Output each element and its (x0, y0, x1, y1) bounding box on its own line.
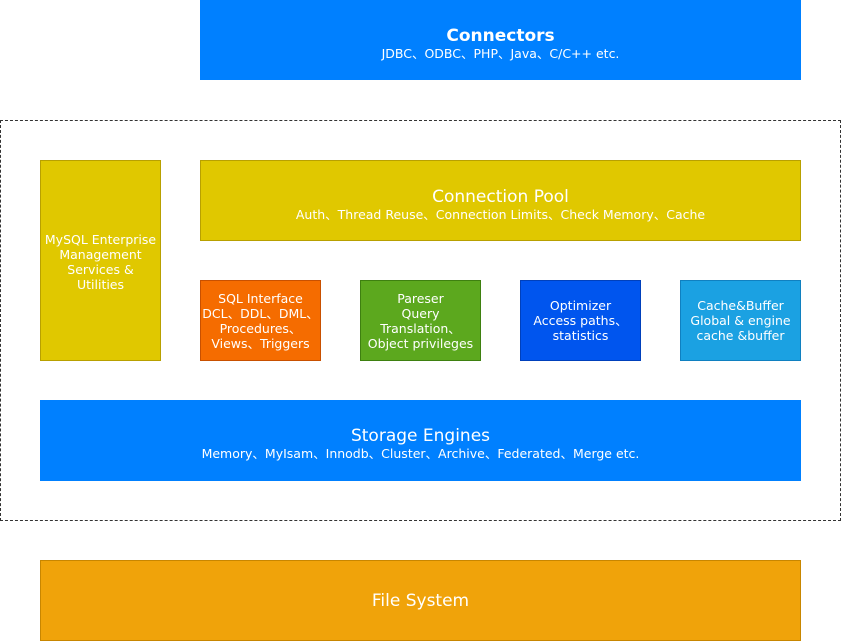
sql-interface-line: Procedures、 (219, 320, 302, 336)
optimizer-line: statistics (552, 328, 609, 343)
connectors-subtitle: JDBC、ODBC、PHP、Java、C/C++ etc. (381, 46, 620, 61)
connection-pool-title: Connection Pool (432, 187, 569, 207)
cache-buffer-line: Global & engine (690, 313, 791, 328)
sql-interface-line: DCL、DDL、DML、 (202, 305, 319, 321)
management-line: Utilities (76, 277, 125, 292)
sql-interface-box: SQL Interface DCL、DDL、DML、 Procedures、 V… (200, 280, 321, 361)
optimizer-line: Access paths、 (533, 313, 628, 328)
parser-line: Translation、 (380, 320, 461, 336)
cache-buffer-box: Cache&Buffer Global & engine cache &buff… (680, 280, 801, 361)
optimizer-box: Optimizer Access paths、 statistics (520, 280, 641, 361)
sql-interface-line: Views、Triggers (211, 335, 310, 351)
management-line: MySQL Enterprise (44, 232, 157, 247)
storage-engines-subtitle: Memory、MyIsam、Innodb、Cluster、Archive、Fed… (201, 446, 640, 461)
connection-pool-box: Connection Pool Auth、Thread Reuse、Connec… (200, 160, 801, 241)
sql-interface-line: SQL Interface (218, 290, 303, 306)
file-system-box: File System (40, 560, 801, 641)
management-services-box: MySQL Enterprise Management Services & U… (40, 160, 161, 361)
parser-line: Pareser (397, 290, 444, 306)
parser-box: Pareser Query Translation、 Object privil… (360, 280, 481, 361)
parser-line: Object privileges (367, 335, 474, 351)
optimizer-line: Optimizer (549, 298, 612, 313)
connectors-box: Connectors JDBC、ODBC、PHP、Java、C/C++ etc. (200, 0, 801, 80)
connectors-title: Connectors (446, 26, 555, 46)
file-system-title: File System (371, 590, 470, 611)
connection-pool-subtitle: Auth、Thread Reuse、Connection Limits、Chec… (295, 207, 706, 222)
cache-buffer-line: cache &buffer (696, 328, 785, 343)
storage-engines-title: Storage Engines (350, 426, 491, 446)
management-line: Management (59, 247, 142, 262)
management-line: Services & (67, 262, 134, 277)
parser-line: Query (401, 305, 440, 321)
cache-buffer-line: Cache&Buffer (697, 298, 784, 313)
storage-engines-box: Storage Engines Memory、MyIsam、Innodb、Clu… (40, 400, 801, 481)
